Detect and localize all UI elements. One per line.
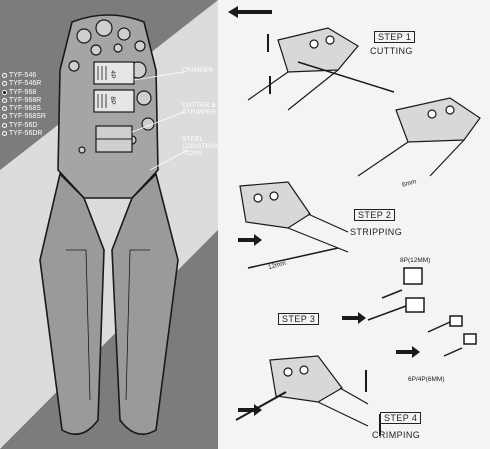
step1-tool — [247, 27, 359, 111]
die-mark-a: 4P — [108, 70, 116, 79]
step4-cable — [235, 391, 287, 421]
connector-6p-label: 6P/4P(6MM) — [408, 376, 445, 383]
model-item[interactable]: TYF-546R — [2, 80, 46, 88]
crimp-die-lower — [93, 89, 135, 113]
step4-label: STEP 4 — [380, 412, 422, 424]
radio-icon — [2, 114, 7, 120]
step4-caption: CRIMPING — [372, 430, 421, 440]
step1-cable — [297, 61, 395, 93]
step4-vertical-arrows — [365, 370, 381, 436]
model-item[interactable]: TYF-56D — [2, 122, 46, 130]
leader-lines — [131, 71, 189, 171]
crimper-label: CRIMPER — [182, 67, 214, 74]
connector-8p-label: 8P(12MM) — [400, 257, 431, 264]
step1-vertical-arrows — [267, 34, 271, 94]
crimp-tool-drawing — [0, 0, 218, 449]
model-item[interactable]: TYF-56DR — [2, 130, 46, 138]
step2-caption: STRIPPING — [350, 227, 403, 237]
step3-cables — [367, 267, 477, 357]
radio-icon — [2, 97, 7, 103]
step2-label: STEP 2 — [354, 209, 396, 221]
step4-tool — [269, 355, 369, 427]
die-mark-b: 8P — [108, 96, 116, 105]
model-item[interactable]: TYF-568SR — [2, 113, 46, 121]
step1-label: STEP 1 — [374, 31, 416, 43]
model-list: TYF-546 TYF-546R TYF-568 TYF-568R TYF-56… — [2, 72, 46, 138]
radio-icon — [2, 106, 7, 112]
step3-label: STEP 3 — [278, 313, 320, 325]
step2-cable — [247, 247, 339, 269]
instruction-steps-panel: STEP 1 CUTTING STEP 2 STRIPPING STEP 3 S… — [218, 0, 490, 449]
radio-icon — [2, 131, 7, 137]
crimp-die-upper — [93, 61, 135, 85]
radio-filled-icon — [2, 89, 7, 95]
radio-icon — [2, 81, 7, 87]
tool-diagram-panel: 4P 8P TYF-546 TYF-546R TYF-568 TYF-568R … — [0, 0, 218, 449]
cutter-label: CUTTER & STRIPPER — [182, 102, 217, 117]
step-illustrations — [228, 6, 481, 436]
model-item[interactable]: TYF-546 — [2, 72, 46, 80]
model-item[interactable]: TYF-568R — [2, 97, 46, 105]
step2-tool — [239, 181, 349, 253]
right-handle — [111, 172, 179, 436]
left-handle — [39, 172, 105, 436]
step1b-tool — [357, 97, 481, 177]
steel-label: STEEL CONSTRUC- TIONS — [182, 136, 218, 158]
die-teeth — [97, 66, 107, 108]
step1-caption: CUTTING — [370, 46, 413, 56]
radio-icon — [2, 122, 7, 128]
model-item[interactable]: TYF-568S — [2, 105, 46, 113]
model-item-selected[interactable]: TYF-568 — [2, 89, 46, 97]
radio-icon — [2, 73, 7, 78]
die-holes — [68, 19, 155, 154]
